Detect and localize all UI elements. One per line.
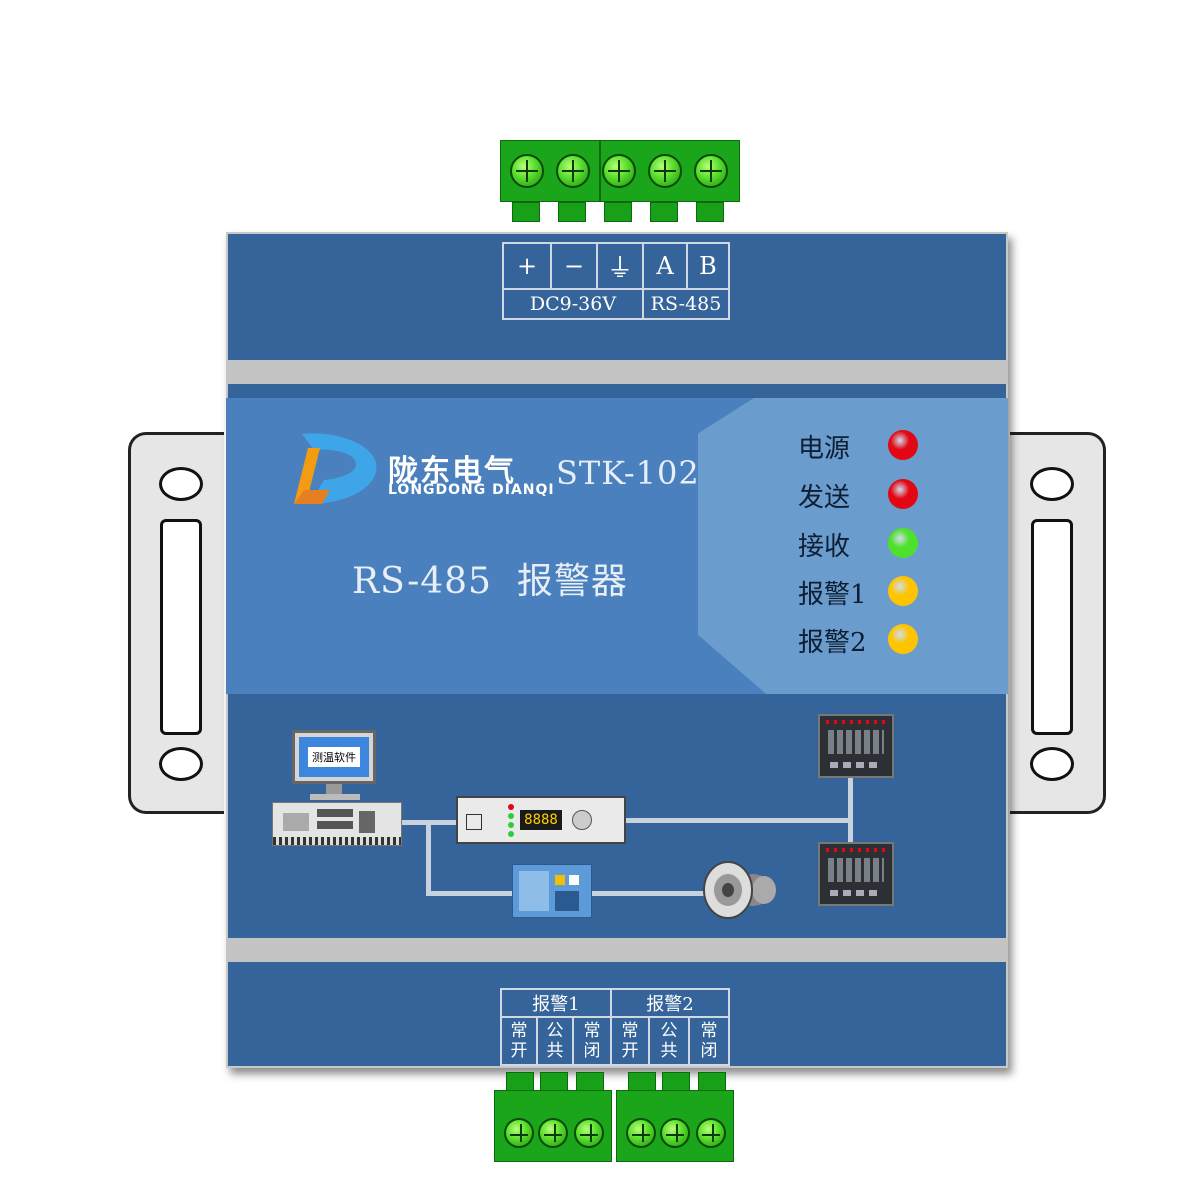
brand-name-en: LONGDONG DIANQI — [388, 482, 555, 498]
indicator-zone — [698, 398, 1008, 694]
terminal-group-rs485: RS-485 — [650, 293, 722, 315]
bracket-hole — [159, 467, 203, 501]
bracket-hole — [159, 747, 203, 781]
bracket-hole — [1030, 747, 1074, 781]
connector-pin — [576, 1072, 604, 1092]
connector-pin — [506, 1072, 534, 1092]
send-led-icon — [888, 479, 918, 509]
wire — [848, 778, 853, 848]
controller-unit-icon: 8888 — [456, 796, 626, 844]
connector-pin — [604, 202, 632, 222]
monitor-icon: 测温软件 — [292, 730, 376, 784]
terminal-label-b: B — [688, 244, 728, 290]
power-led-icon — [888, 430, 918, 460]
terminal-screw-icon[interactable] — [660, 1118, 690, 1148]
led-label-receive: 接收 — [798, 532, 851, 562]
connector-pin — [698, 1072, 726, 1092]
led-label-power: 电源 — [798, 434, 851, 464]
wire — [426, 820, 431, 896]
connector-pin — [512, 202, 540, 222]
connector-pin — [558, 202, 586, 222]
ground-icon: ⏚ — [598, 244, 644, 290]
terminal-label-alarm2-nc: 常闭 — [700, 1021, 718, 1061]
terminal-group-alarm1: 报警1 — [502, 990, 612, 1018]
digit-display: 8888 — [520, 810, 562, 830]
terminal-screw-icon[interactable] — [696, 1118, 726, 1148]
top-terminal-label-table: + − ⏚ A B DC9-36V RS-485 — [502, 242, 730, 320]
terminal-screw-icon[interactable] — [626, 1118, 656, 1148]
terminal-screw-icon[interactable] — [574, 1118, 604, 1148]
terminal-label-minus: − — [552, 244, 598, 290]
terminal-label-alarm2-com: 公共 — [650, 1018, 690, 1064]
temperature-controller-icon — [818, 842, 894, 906]
right-mounting-bracket — [1010, 432, 1106, 814]
upper-rail-strip — [226, 360, 1008, 384]
terminal-group-alarm2: 报警2 — [612, 990, 728, 1018]
terminal-label-alarm1-no: 常开 — [502, 1018, 538, 1064]
terminal-screw-icon[interactable] — [694, 154, 728, 188]
computer-case-icon — [272, 802, 402, 846]
terminal-label-a: A — [644, 244, 688, 290]
terminal-screw-icon[interactable] — [602, 154, 636, 188]
led-label-alarm1: 报警1 — [798, 580, 867, 610]
terminal-label-alarm1-com: 公共 — [538, 1018, 574, 1064]
connector-pin — [628, 1072, 656, 1092]
connector-pin — [696, 202, 724, 222]
terminal-screw-icon[interactable] — [538, 1118, 568, 1148]
connector-pin — [662, 1072, 690, 1092]
terminal-screw-icon[interactable] — [648, 154, 682, 188]
logo-icon — [294, 433, 377, 504]
alarm2-led-icon — [888, 624, 918, 654]
connector-pin — [540, 1072, 568, 1092]
led-label-send: 发送 — [798, 483, 851, 513]
terminal-screw-icon[interactable] — [556, 154, 590, 188]
monitor-stand — [326, 784, 342, 794]
bracket-hole — [1030, 467, 1074, 501]
bracket-slot — [1031, 519, 1073, 735]
relay-module-icon — [512, 864, 592, 918]
lower-rail-strip — [226, 938, 1008, 962]
alarm1-led-icon — [888, 576, 918, 606]
terminal-label-plus: + — [504, 244, 552, 290]
bottom-terminal-label-table: 报警1 报警2 常开 公共 常闭 常开 公共 常闭 — [500, 988, 730, 1066]
temperature-controller-icon — [818, 714, 894, 778]
wire — [624, 818, 852, 823]
bracket-slot — [160, 519, 202, 735]
terminal-screw-icon[interactable] — [510, 154, 544, 188]
monitor-base — [310, 794, 360, 800]
brand-name-cn: 陇东电气 — [388, 454, 516, 489]
left-mounting-bracket — [128, 432, 224, 814]
connector-pin — [650, 202, 678, 222]
software-label: 测温软件 — [308, 747, 360, 767]
alarm-horn-icon — [703, 861, 776, 919]
terminal-group-power: DC9-36V — [504, 290, 644, 318]
terminal-label-alarm1-nc: 常闭 — [574, 1018, 612, 1064]
terminal-screw-icon[interactable] — [504, 1118, 534, 1148]
product-name: RS-485 报警器 — [352, 561, 628, 602]
receive-led-icon — [888, 528, 918, 558]
led-label-alarm2: 报警2 — [798, 628, 867, 658]
terminal-label-alarm2-no: 常开 — [612, 1018, 650, 1064]
model-number: STK-102 — [556, 454, 700, 492]
